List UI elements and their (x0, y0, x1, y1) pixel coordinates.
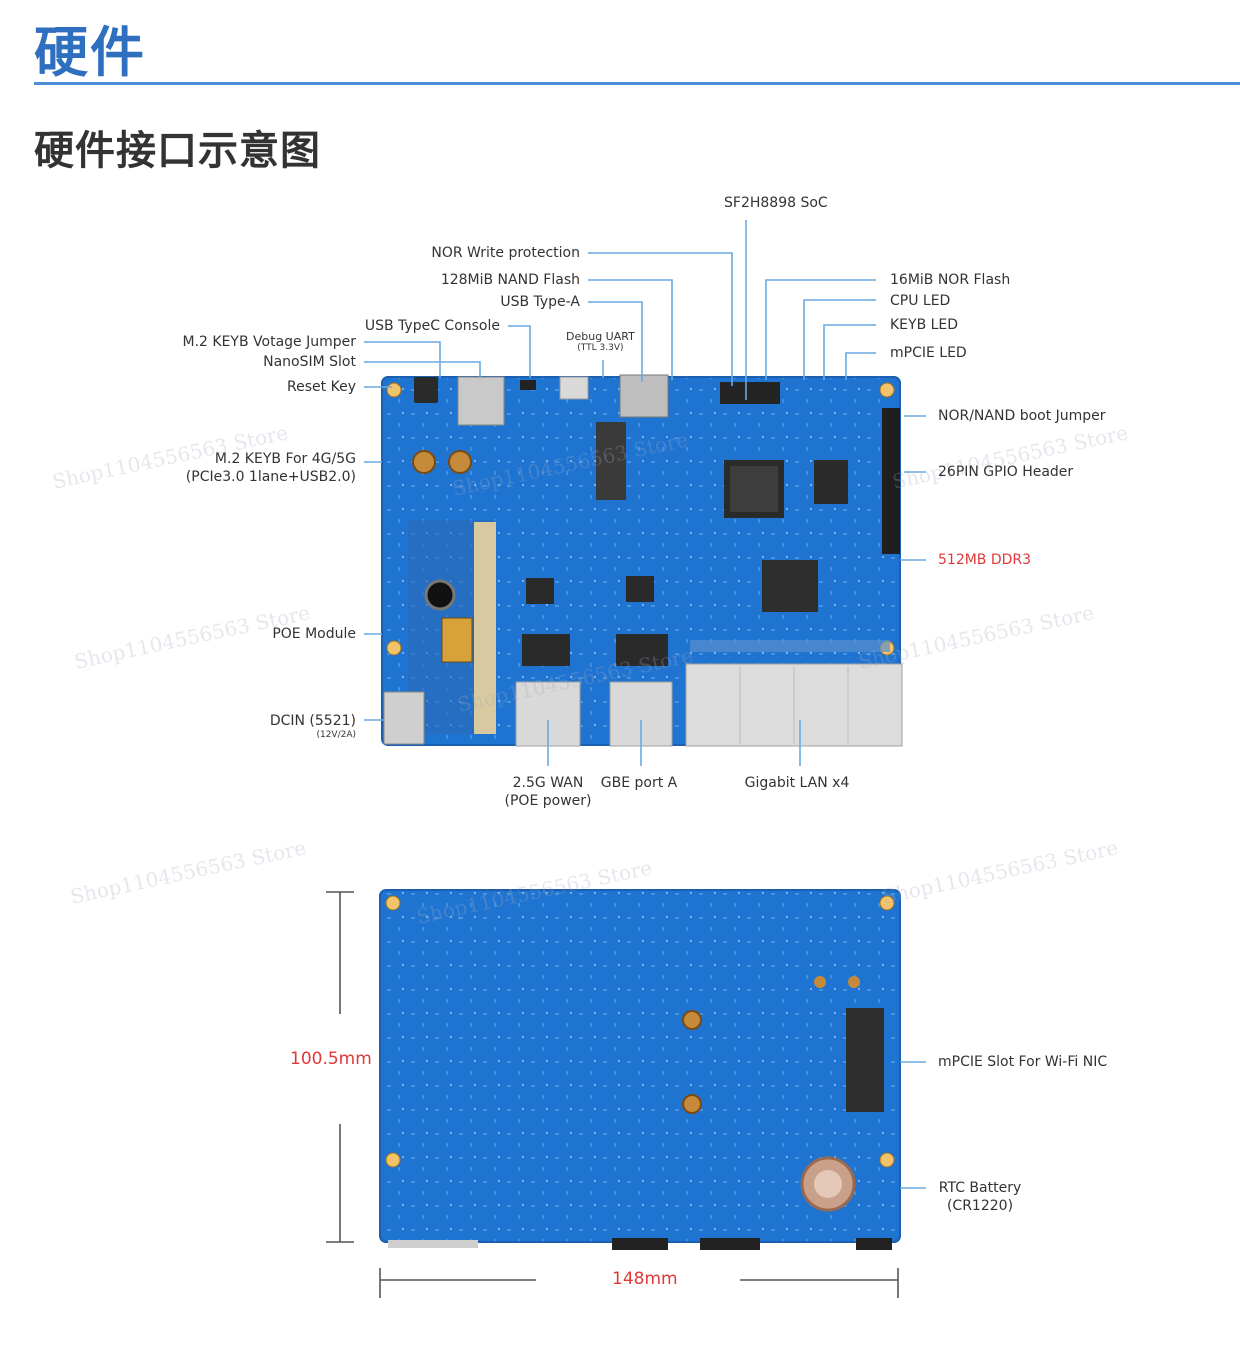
label-nand-flash: 128MiB NAND Flash (441, 271, 580, 289)
label-debug-uart: Debug UART (TTL 3.3V) (566, 330, 635, 354)
label-nanosim-slot: NanoSIM Slot (263, 353, 356, 371)
label-boot-jumper: NOR/NAND boot Jumper (938, 407, 1106, 425)
label-cpu-led: CPU LED (890, 292, 950, 310)
label-soc: SF2H8898 SoC (724, 194, 828, 212)
label-poe-module: POE Module (272, 625, 356, 643)
label-mpcie-slot: mPCIE Slot For Wi-Fi NIC (938, 1053, 1107, 1071)
label-gbe-port: GBE port A (594, 774, 684, 792)
label-nor-write-protection: NOR Write protection (431, 244, 580, 262)
board-width-dimension: 148mm (612, 1269, 678, 1289)
label-usb-typec-console: USB TypeC Console (365, 317, 500, 335)
label-m2-voltage-jumper: M.2 KEYB Votage Jumper (183, 333, 357, 351)
board-bottom-view (380, 890, 900, 1250)
board-top-view (382, 375, 902, 746)
label-ddr3: 512MB DDR3 (938, 551, 1031, 569)
label-keyb-led: KEYB LED (890, 316, 958, 334)
label-wan-port: 2.5G WAN (POE power) (496, 774, 600, 810)
bottom-callout-lines (900, 1062, 926, 1188)
label-nor-flash: 16MiB NOR Flash (890, 271, 1010, 289)
label-usb-type-a: USB Type-A (500, 293, 580, 311)
board-height-dimension: 100.5mm (290, 1049, 372, 1069)
label-rtc-battery: RTC Battery (CR1220) (930, 1179, 1030, 1215)
label-m2-keyb: M.2 KEYB For 4G/5G (PCIe3.0 1lane+USB2.0… (186, 450, 356, 486)
label-reset-key: Reset Key (287, 378, 356, 396)
label-gpio-header: 26PIN GPIO Header (938, 463, 1073, 481)
label-mpcie-led: mPCIE LED (890, 344, 967, 362)
label-dcin: DCIN (5521) (12V/2A) (270, 712, 356, 741)
label-gigabit-lan: Gigabit LAN x4 (730, 774, 864, 792)
